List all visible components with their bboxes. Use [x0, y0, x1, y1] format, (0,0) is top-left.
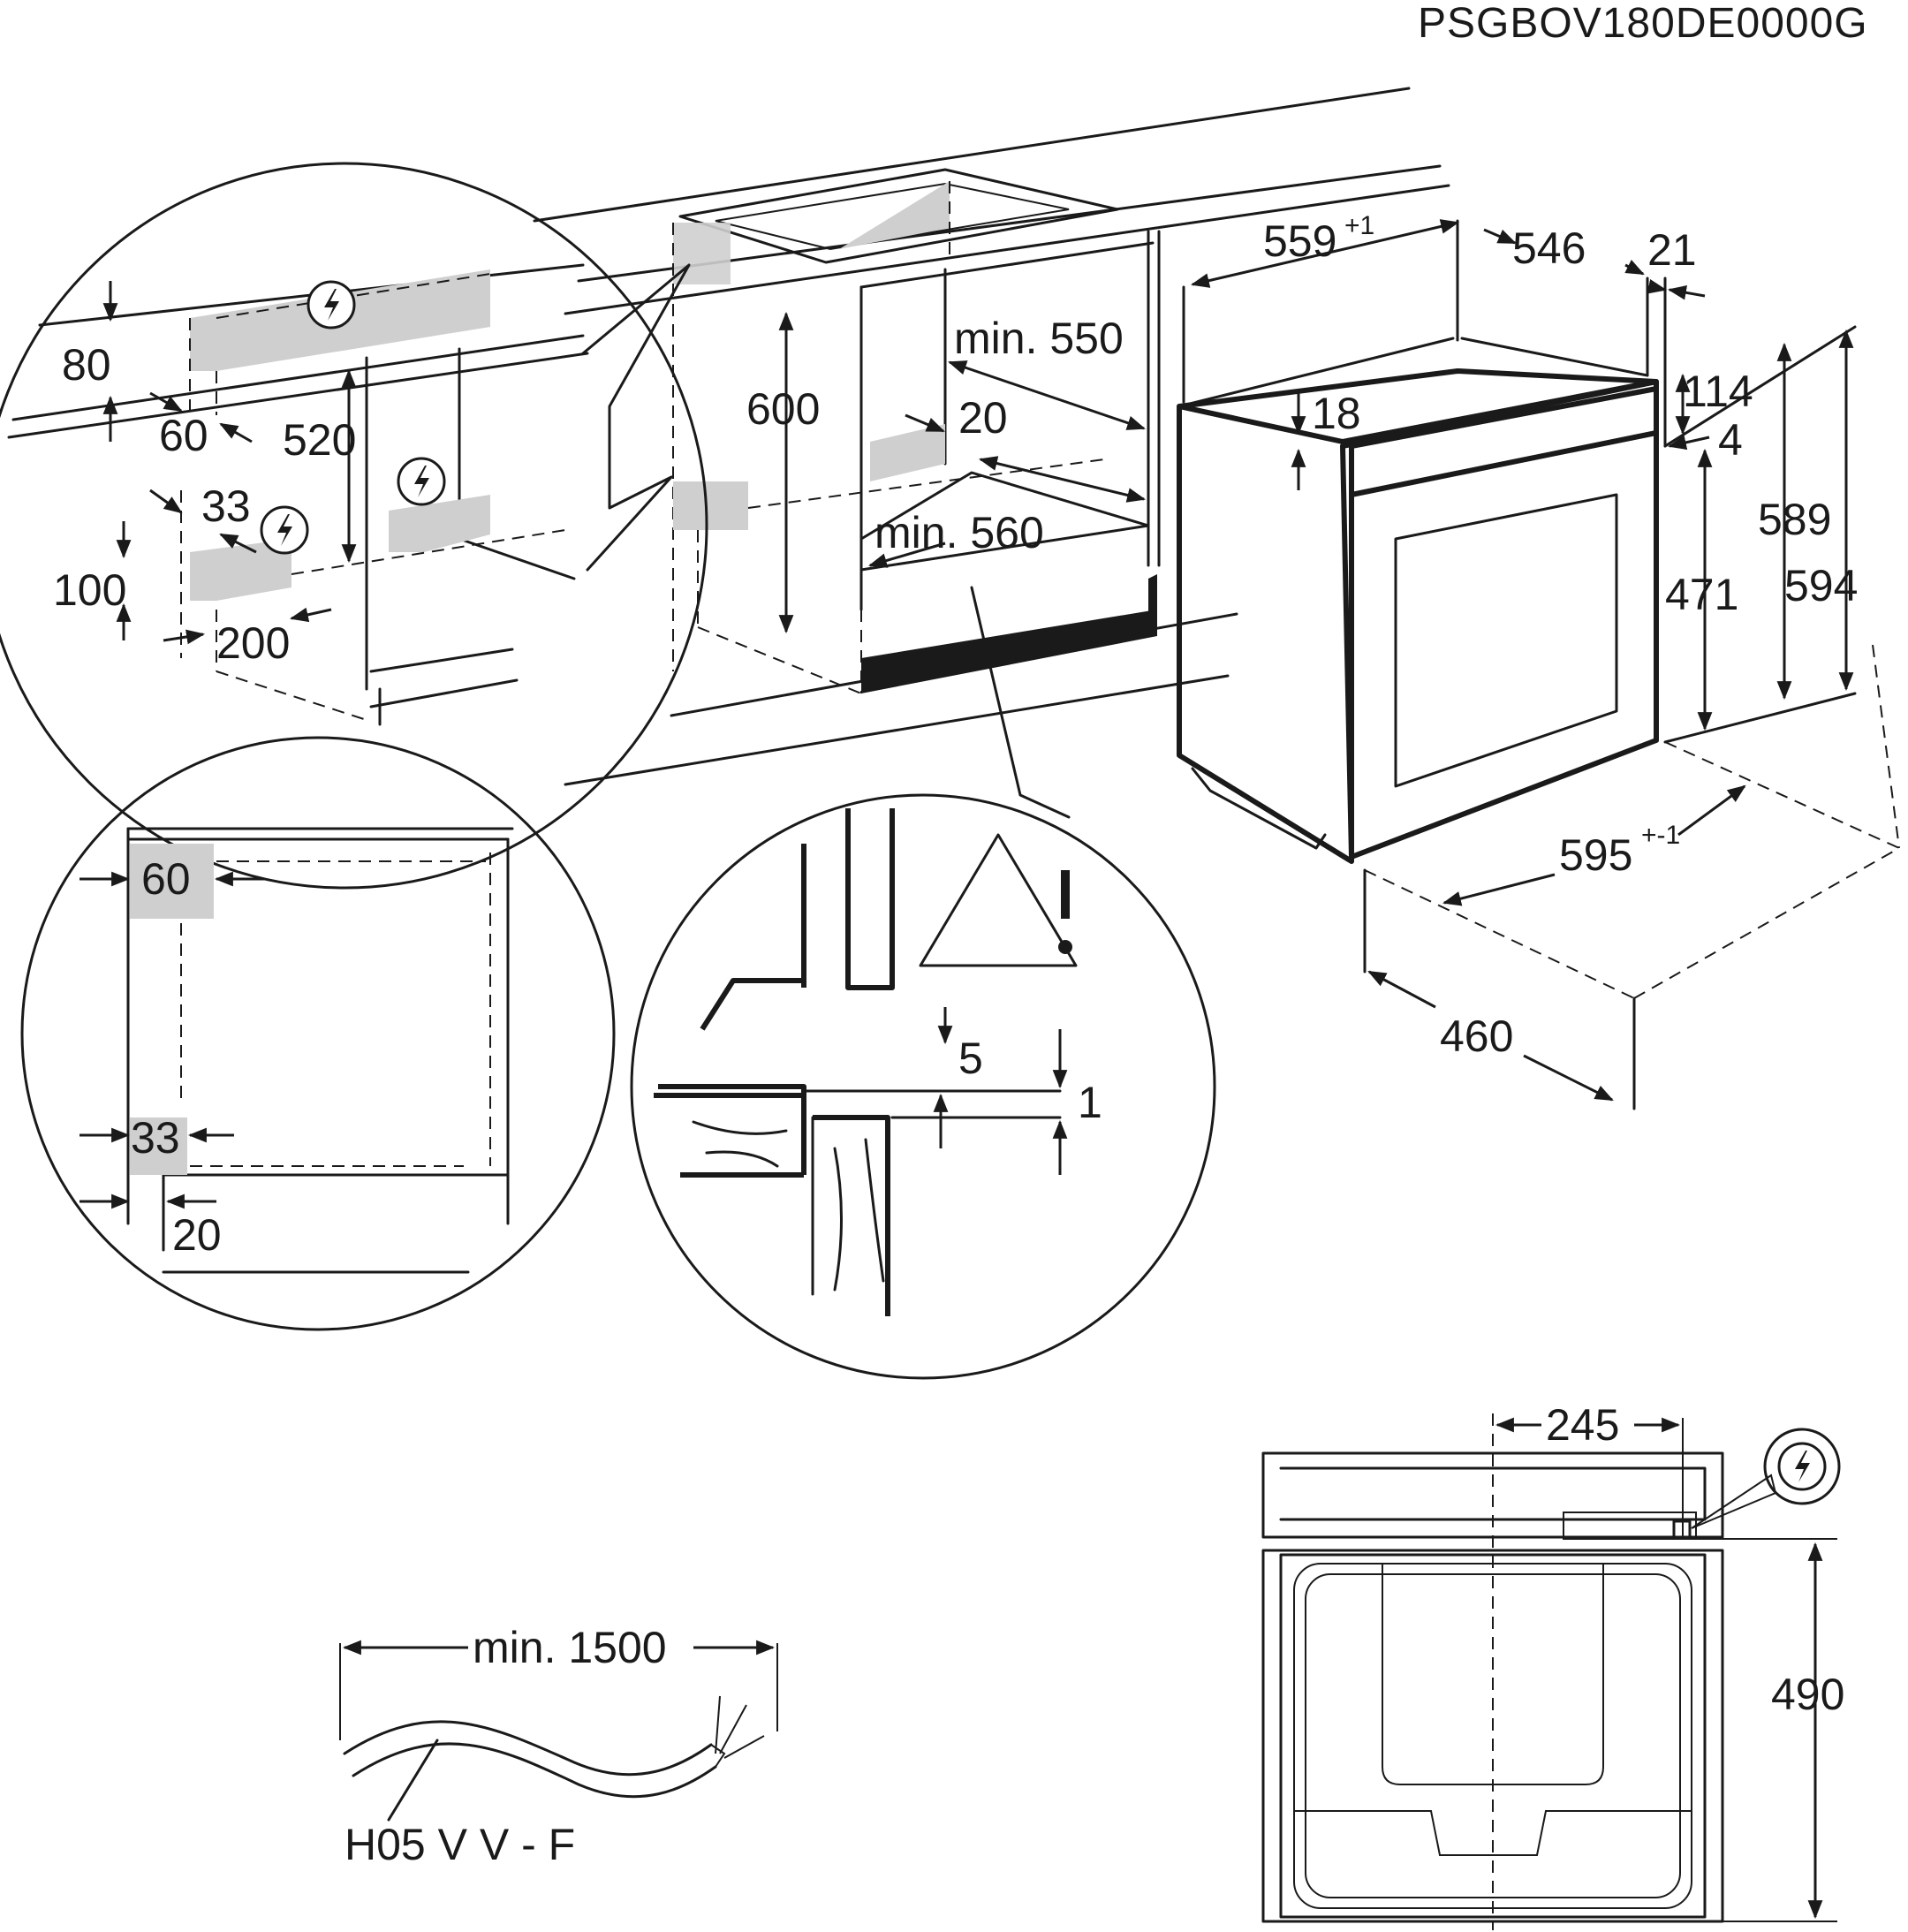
dim-595: 595 — [1559, 830, 1632, 880]
wall-dim-520: 520 — [283, 415, 356, 465]
detail-gap-circle: 5 1 — [630, 586, 1216, 1380]
back-view: 245 490 — [1261, 1400, 1844, 1930]
gap-dim-1: 1 — [1078, 1078, 1102, 1127]
dim-460: 460 — [1440, 1011, 1513, 1061]
cable-type: H05 V V - F — [344, 1820, 575, 1869]
oven-3d — [1177, 219, 1900, 1110]
dim-546: 546 — [1512, 224, 1586, 273]
detail-corner-circle: 60 33 20 — [20, 736, 616, 1331]
gap-dim-5: 5 — [958, 1034, 983, 1083]
wall-dim-80: 80 — [62, 340, 111, 390]
oven-dimensions: 559 +1 546 21 18 114 4 471 589 594 595 +… — [1190, 211, 1858, 1102]
dim-600: 600 — [746, 384, 820, 434]
electric-hazard-icon — [1777, 1442, 1827, 1491]
dim-min-550: min. 550 — [954, 314, 1124, 363]
dim-18: 18 — [1312, 389, 1361, 438]
cabinet-scene — [533, 87, 1450, 786]
dim-4: 4 — [1718, 415, 1743, 465]
dim-589: 589 — [1758, 495, 1831, 544]
wall-dim-60: 60 — [159, 411, 208, 460]
back-dim-245: 245 — [1546, 1400, 1619, 1450]
corner-dim-33: 33 — [131, 1113, 180, 1163]
dim-559: 559 — [1263, 216, 1336, 266]
electric-hazard-icon — [397, 457, 446, 506]
dim-min-560: min. 560 — [874, 508, 1044, 557]
corner-dim-20: 20 — [172, 1210, 222, 1260]
cable-detail: min. 1500 H05 V V - F — [339, 1623, 778, 1869]
dim-114: 114 — [1683, 367, 1753, 416]
corner-dim-60: 60 — [141, 854, 191, 904]
electric-hazard-icon — [307, 280, 356, 330]
warning-triangle-icon — [919, 833, 1078, 967]
electric-hazard-icon — [260, 505, 309, 555]
cable-length: min. 1500 — [473, 1623, 667, 1672]
niche-dimensions: 600 min. 550 20 min. 560 — [746, 311, 1147, 634]
model-code: PSGBOV180DE0000G — [1418, 0, 1868, 47]
wall-dim-200: 200 — [216, 618, 290, 668]
dim-594: 594 — [1784, 561, 1858, 610]
dim-595-tol: +-1 — [1641, 821, 1680, 850]
back-dim-490: 490 — [1771, 1670, 1844, 1719]
wall-dim-33: 33 — [201, 481, 251, 531]
dim-21: 21 — [1647, 225, 1697, 275]
detail-wall-circle: 80 60 520 33 100 200 — [0, 162, 708, 890]
dim-471: 471 — [1665, 570, 1738, 619]
wall-dim-100: 100 — [53, 565, 126, 615]
dim-559-tol: +1 — [1344, 211, 1374, 240]
dim-20: 20 — [958, 393, 1008, 443]
